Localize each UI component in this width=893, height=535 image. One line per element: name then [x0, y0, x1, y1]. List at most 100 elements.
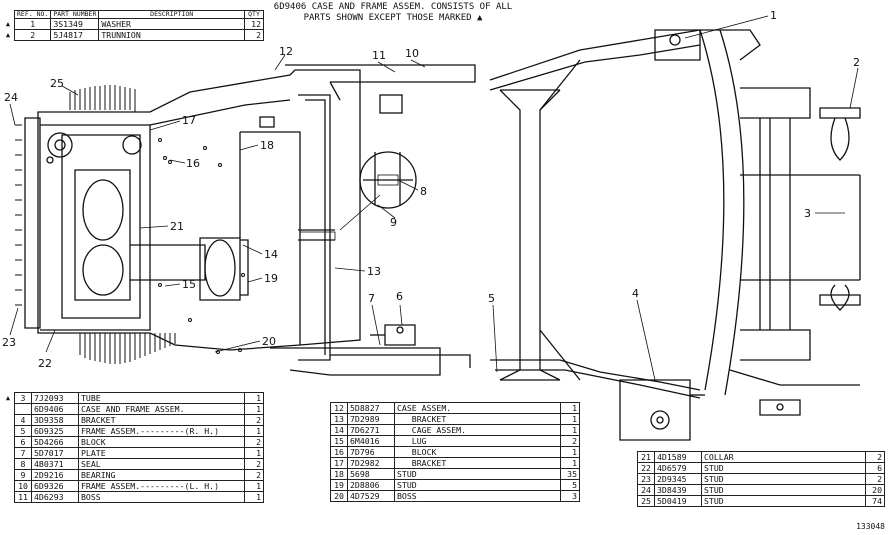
- assembly-note-line1: 6D9406 CASE AND FRAME ASSEM. CONSISTS OF…: [273, 2, 513, 12]
- part-number: 3S1349: [50, 18, 100, 30]
- part-description: STUD: [394, 468, 561, 480]
- mark-symbol: ▲: [5, 20, 11, 28]
- part-quantity: 1: [560, 446, 580, 458]
- callout-12: 12: [279, 45, 293, 58]
- part-quantity: 35: [560, 468, 580, 480]
- callout-6: 6: [396, 290, 403, 303]
- part-description: BOSS: [78, 491, 245, 503]
- ref-number: 22: [637, 462, 655, 474]
- callout-22: 22: [38, 357, 52, 370]
- callout-10: 10: [405, 47, 419, 60]
- part-number: 7D2982: [347, 457, 395, 469]
- part-description: STUD: [701, 473, 866, 485]
- part-quantity: 2: [244, 469, 264, 481]
- part-quantity: 12: [244, 18, 264, 30]
- part-description: SEAL: [78, 458, 245, 470]
- callout-21: 21: [170, 220, 184, 233]
- part-quantity: 2: [244, 436, 264, 448]
- part-quantity: 2: [244, 414, 264, 426]
- assembly-note: 6D9406 CASE AND FRAME ASSEM. CONSISTS OF…: [258, 2, 528, 24]
- mark-symbol: [2, 481, 15, 492]
- ref-number: 14: [330, 424, 348, 436]
- part-description: FRAME ASSEM.---------(L. H.): [78, 480, 245, 492]
- part-description: BRACKET: [78, 414, 245, 426]
- part-number: 5D8827: [347, 402, 395, 414]
- mark-symbol: [2, 448, 15, 459]
- part-number: 2D8806: [347, 479, 395, 491]
- ref-number: 23: [637, 473, 655, 485]
- part-description: STUD: [394, 479, 561, 491]
- ref-number: 13: [330, 413, 348, 425]
- part-description: COLLAR: [701, 451, 866, 463]
- part-description: BRACKET: [394, 457, 561, 469]
- part-number: 5D7017: [31, 447, 79, 459]
- ref-number: 2: [13, 29, 52, 41]
- assembly-note-line2: PARTS SHOWN EXCEPT THOSE MARKED ▲: [303, 13, 483, 23]
- part-quantity: 3: [560, 490, 580, 502]
- part-number: 5698: [347, 468, 395, 480]
- part-quantity: 1: [244, 403, 264, 415]
- part-description: TRUNNION: [98, 29, 245, 41]
- ref-number: 19: [330, 479, 348, 491]
- part-quantity: 2: [244, 29, 264, 41]
- part-description: CASE AND FRAME ASSEM.: [78, 403, 245, 415]
- ref-number: 9: [14, 469, 32, 481]
- part-quantity: 2: [560, 435, 580, 447]
- ref-number: 18: [330, 468, 348, 480]
- part-description: STUD: [701, 484, 866, 496]
- header-ref-no: REF. NO.: [13, 10, 52, 19]
- part-number: 2D9216: [31, 469, 79, 481]
- callout-11: 11: [372, 49, 386, 62]
- callout-5: 5: [488, 292, 495, 305]
- ref-number: 12: [330, 402, 348, 414]
- part-description: BRACKET: [394, 413, 561, 425]
- part-quantity: 1: [244, 491, 264, 503]
- ref-number: 5: [14, 425, 32, 437]
- ref-number: 21: [637, 451, 655, 463]
- part-quantity: 1: [244, 392, 264, 404]
- part-quantity: 1: [560, 413, 580, 425]
- drawing-number: 133048: [856, 522, 885, 531]
- part-description: STUD: [701, 495, 866, 507]
- ref-number: 7: [14, 447, 32, 459]
- part-quantity: 6: [865, 462, 885, 474]
- header-qty: QTY: [244, 10, 264, 19]
- mark-symbol: [2, 470, 15, 481]
- callout-2: 2: [853, 56, 860, 69]
- callout-24: 24: [4, 91, 18, 104]
- callout-19: 19: [264, 272, 278, 285]
- part-number: 6D9325: [31, 425, 79, 437]
- part-description: BLOCK: [78, 436, 245, 448]
- part-quantity: 1: [560, 457, 580, 469]
- callout-20: 20: [262, 335, 276, 348]
- part-number: 4D7529: [347, 490, 395, 502]
- callout-18: 18: [260, 139, 274, 152]
- part-number: 5D4266: [31, 436, 79, 448]
- callout-17: 17: [182, 114, 196, 127]
- callout-13: 13: [367, 265, 381, 278]
- part-description: CASE ASSEM.: [394, 402, 561, 414]
- ref-number: 24: [637, 484, 655, 496]
- ref-number: 17: [330, 457, 348, 469]
- mark-symbol: [2, 492, 15, 503]
- ref-number: 10: [14, 480, 32, 492]
- ref-number: 20: [330, 490, 348, 502]
- ref-number: 25: [637, 495, 655, 507]
